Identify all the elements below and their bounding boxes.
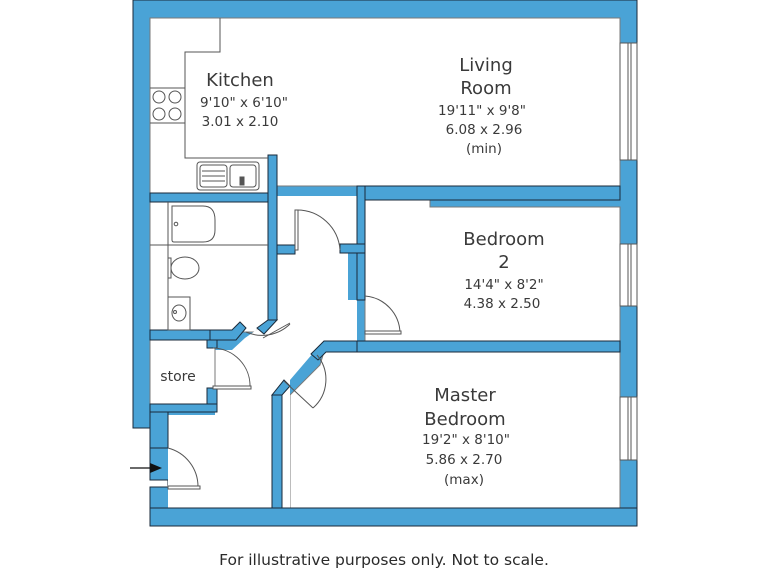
bath-icon (150, 202, 268, 246)
living-room-label: Living Room 19'11" x 9'8" 6.08 x 2.96 (m… (438, 55, 526, 157)
interior-walls (149, 154, 621, 509)
svg-text:Master: Master (434, 385, 496, 406)
basin-icon (167, 296, 191, 331)
svg-text:Bedroom: Bedroom (424, 409, 505, 430)
entrance-arrow-icon (130, 463, 162, 473)
window-icon (619, 42, 638, 461)
svg-text:4.38 x 2.50: 4.38 x 2.50 (464, 296, 541, 312)
kitchen-counter (150, 18, 268, 159)
kitchen-label: Kitchen 9'10" x 6'10" 3.01 x 2.10 (200, 70, 288, 130)
svg-text:2: 2 (498, 252, 509, 273)
store-label: store (160, 369, 195, 385)
room-floors (149, 17, 621, 509)
svg-text:Living: Living (459, 55, 513, 76)
hallway-floor (168, 196, 357, 508)
door-swing-icon (167, 209, 402, 490)
bedroom-2-floor (356, 199, 621, 342)
svg-text:Kitchen: Kitchen (206, 70, 274, 91)
svg-text:19'2" x 8'10": 19'2" x 8'10" (422, 432, 510, 448)
svg-text:5.86 x 2.70: 5.86 x 2.70 (426, 452, 503, 468)
svg-text:Room: Room (460, 78, 511, 99)
svg-text:3.01 x 2.10: 3.01 x 2.10 (202, 114, 279, 130)
bottom-wall (149, 507, 638, 527)
svg-text:store: store (160, 369, 195, 385)
svg-text:19'11" x 9'8": 19'11" x 9'8" (438, 103, 526, 119)
svg-text:14'4" x 8'2": 14'4" x 8'2" (464, 277, 543, 293)
svg-text:9'10" x 6'10": 9'10" x 6'10" (200, 95, 288, 111)
svg-text:6.08 x 2.96: 6.08 x 2.96 (446, 122, 523, 138)
sink-icon (196, 161, 260, 191)
hob-icon (152, 90, 182, 121)
svg-text:(max): (max) (444, 472, 484, 488)
master-bedroom-label: Master Bedroom 19'2" x 8'10" 5.86 x 2.70… (422, 385, 510, 488)
svg-text:(min): (min) (466, 141, 502, 157)
bedroom-2-label: Bedroom 2 14'4" x 8'2" 4.38 x 2.50 (463, 229, 544, 312)
svg-text:Bedroom: Bedroom (463, 229, 544, 250)
disclaimer: For illustrative purposes only. Not to s… (219, 551, 549, 569)
